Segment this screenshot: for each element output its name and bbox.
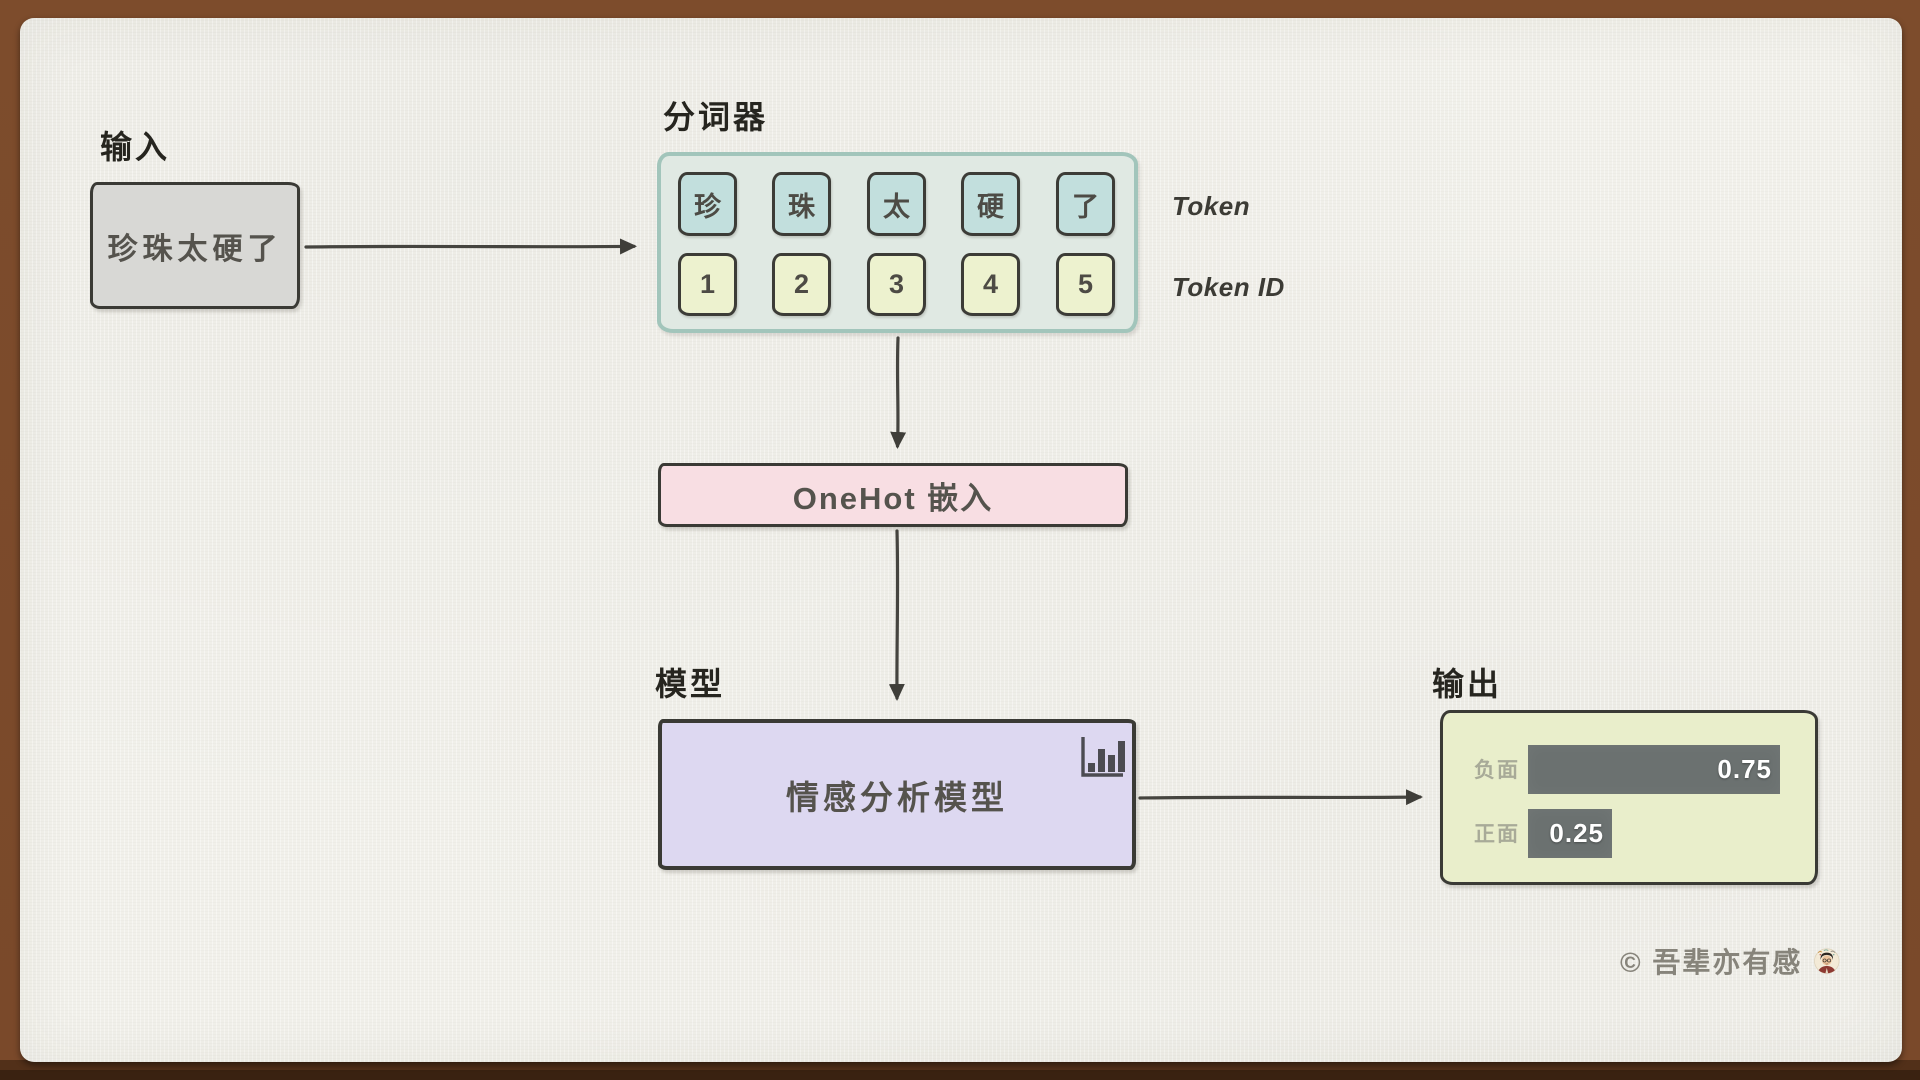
author-avatar bbox=[1814, 948, 1840, 974]
token-id-row-label: Token ID bbox=[1172, 272, 1285, 302]
onehot-embedding-label: OneHot 嵌入 bbox=[792, 480, 994, 516]
token-id-cell: 4 bbox=[961, 253, 1020, 316]
token-cell: 太 bbox=[867, 172, 926, 236]
signature-text: © 吾辈亦有感 bbox=[1620, 947, 1803, 978]
positive-bar: 0.25 bbox=[1528, 809, 1612, 858]
model-section-label: 模型 bbox=[655, 666, 726, 702]
negative-bar-label: 负面 bbox=[1474, 759, 1520, 782]
negative-bar-value: 0.75 bbox=[1717, 754, 1772, 784]
input-section-label: 输入 bbox=[100, 129, 171, 165]
onehot-embedding-box: OneHot 嵌入 bbox=[658, 463, 1128, 527]
token-cell: 珠 bbox=[772, 172, 831, 236]
token-id-cell: 2 bbox=[772, 253, 831, 316]
output-box: 负面 0.75 正面 0.25 bbox=[1440, 710, 1818, 885]
token-id-cell: 3 bbox=[867, 253, 926, 316]
token-cell: 了 bbox=[1056, 172, 1115, 236]
token-id-cell: 1 bbox=[678, 253, 737, 316]
tokenizer-section-label: 分词器 bbox=[663, 99, 769, 135]
token-cell: 珍 bbox=[678, 172, 737, 236]
model-name: 情感分析模型 bbox=[786, 778, 1008, 816]
negative-bar: 0.75 bbox=[1528, 745, 1780, 794]
token-row-label: Token bbox=[1172, 191, 1251, 221]
bar-chart-icon bbox=[1081, 737, 1125, 777]
token-cell: 硬 bbox=[961, 172, 1020, 236]
positive-bar-label: 正面 bbox=[1474, 823, 1520, 846]
output-section-label: 输出 bbox=[1432, 666, 1503, 702]
token-id-cell: 5 bbox=[1056, 253, 1115, 316]
model-box: 情感分析模型 bbox=[658, 719, 1136, 870]
input-box: 珍珠太硬了 bbox=[90, 182, 300, 309]
positive-bar-value: 0.25 bbox=[1549, 818, 1604, 848]
signature: © 吾辈亦有感 bbox=[1620, 930, 1840, 992]
input-text: 珍珠太硬了 bbox=[107, 232, 283, 266]
